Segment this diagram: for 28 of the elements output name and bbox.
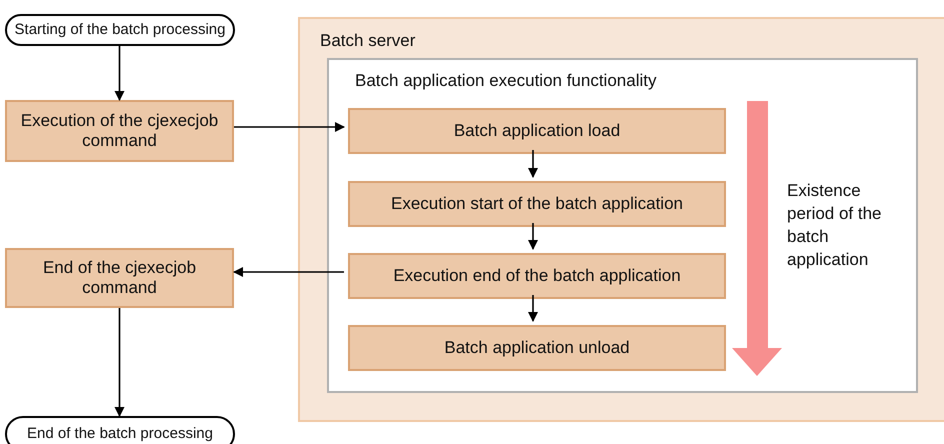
- period-note: Existence period of the batch application: [787, 180, 883, 271]
- arrow: [528, 150, 538, 178]
- node-label: Execution end of the batch application: [393, 266, 681, 286]
- arrow: [233, 267, 344, 277]
- node-label: Batch application unload: [444, 338, 630, 358]
- process-box: [5, 248, 234, 308]
- function-panel: [327, 58, 918, 393]
- server-panel: [298, 17, 944, 422]
- node-label: Execution start of the batch application: [390, 194, 683, 214]
- arrow: [234, 122, 345, 132]
- node-label: Execution of the cjexecjob command: [20, 110, 220, 152]
- terminal-node: [5, 416, 235, 444]
- process-box: [348, 108, 726, 154]
- node-label: End of the batch processing: [27, 425, 213, 443]
- process-box: [348, 181, 726, 227]
- node-label: Starting of the batch processing: [14, 21, 226, 39]
- process-box: [348, 325, 726, 371]
- arrow: [528, 295, 538, 322]
- process-box: [5, 100, 234, 162]
- arrow: [114, 308, 124, 417]
- panel-title: Batch server: [320, 31, 416, 52]
- panel-title: Batch application execution functionality: [355, 71, 656, 92]
- process-box: [348, 253, 726, 299]
- arrow: [114, 46, 124, 101]
- node-label: End of the cjexecjob command: [42, 258, 198, 298]
- node-label: Batch application load: [454, 120, 620, 142]
- arrow: [528, 223, 538, 250]
- terminal-node: [5, 14, 235, 46]
